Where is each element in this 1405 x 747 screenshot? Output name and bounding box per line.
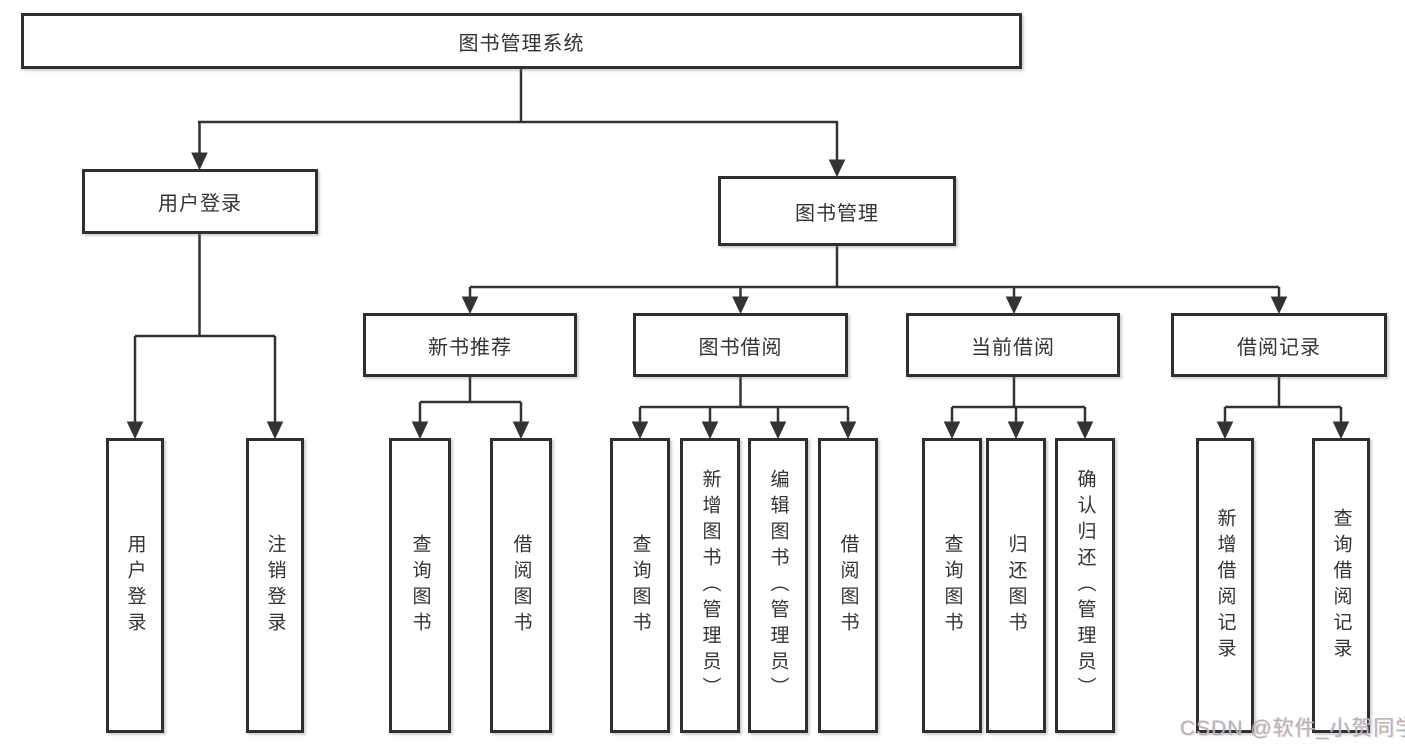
leaf-recommend-query-books: 查询图书 xyxy=(389,438,451,733)
leaf-current-query-books: 查询图书 xyxy=(922,438,982,733)
node-user-login: 用户登录 xyxy=(82,169,318,234)
leaf-borrow-borrow-books-label: 借阅图书 xyxy=(837,533,859,638)
leaf-user-login-label: 用户登录 xyxy=(124,533,146,638)
leaf-current-return-books-label: 归还图书 xyxy=(1005,533,1027,638)
leaf-records-add-record: 新增借阅记录 xyxy=(1196,438,1254,733)
watermark: CSDN @软件_小贺同学 xyxy=(1180,717,1405,740)
leaf-records-add-record-label: 新增借阅记录 xyxy=(1214,507,1236,664)
node-current-borrowing: 当前借阅 xyxy=(906,313,1120,377)
leaf-recommend-query-books-label: 查询图书 xyxy=(409,533,431,638)
node-user-login-label: 用户登录 xyxy=(158,193,242,215)
leaf-current-query-books-label: 查询图书 xyxy=(941,533,963,638)
leaf-borrow-borrow-books: 借阅图书 xyxy=(818,438,878,733)
leaf-borrow-edit-books-admin: 编辑图书（管理员） xyxy=(748,438,808,733)
leaf-user-login: 用户登录 xyxy=(106,438,164,733)
leaf-logout-label: 注销登录 xyxy=(264,533,286,638)
leaf-borrow-query-books-label: 查询图书 xyxy=(629,533,651,638)
node-book-borrowing: 图书借阅 xyxy=(633,313,848,377)
leaf-borrow-add-books-admin: 新增图书（管理员） xyxy=(680,438,740,733)
leaf-logout: 注销登录 xyxy=(246,438,304,733)
leaf-borrow-query-books: 查询图书 xyxy=(610,438,670,733)
node-new-book-recommendation: 新书推荐 xyxy=(363,313,577,377)
leaf-borrow-edit-books-admin-label: 编辑图书（管理员） xyxy=(767,468,789,703)
leaf-current-confirm-return-admin-label: 确认归还（管理员） xyxy=(1074,468,1096,703)
leaf-recommend-borrow-books: 借阅图书 xyxy=(490,438,552,733)
node-book-management-label: 图书管理 xyxy=(795,202,879,225)
node-root-label: 图书管理系统 xyxy=(458,32,585,55)
leaf-current-confirm-return-admin: 确认归还（管理员） xyxy=(1055,438,1115,733)
node-book-management: 图书管理 xyxy=(718,176,956,246)
leaf-records-query-record: 查询借阅记录 xyxy=(1312,438,1370,733)
node-book-borrowing-label: 图书借阅 xyxy=(698,336,783,359)
leaf-borrow-add-books-admin-label: 新增图书（管理员） xyxy=(699,468,721,703)
node-borrowing-records-label: 借阅记录 xyxy=(1237,336,1321,359)
leaf-recommend-borrow-books-label: 借阅图书 xyxy=(510,533,532,638)
node-new-book-recommendation-label: 新书推荐 xyxy=(428,336,512,359)
node-current-borrowing-label: 当前借阅 xyxy=(971,336,1055,359)
leaf-current-return-books: 归还图书 xyxy=(986,438,1046,733)
node-root: 图书管理系统 xyxy=(21,13,1022,69)
leaf-records-query-record-label: 查询借阅记录 xyxy=(1330,507,1352,664)
node-borrowing-records: 借阅记录 xyxy=(1171,313,1387,377)
